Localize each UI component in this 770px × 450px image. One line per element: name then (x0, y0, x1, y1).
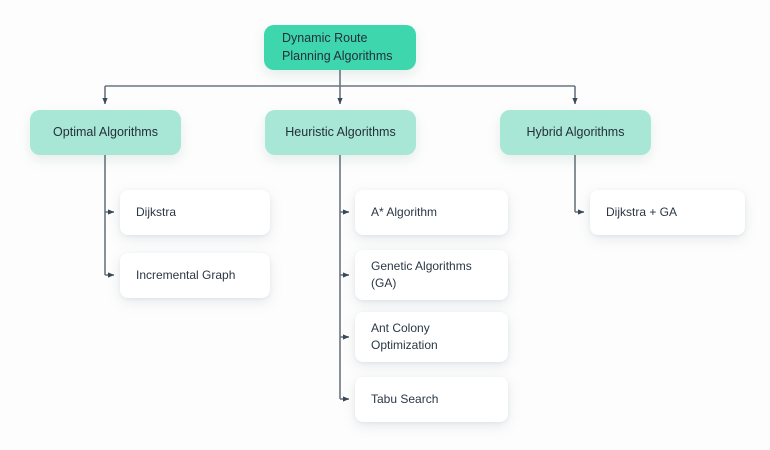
node-hybrid-algorithms[interactable]: Hybrid Algorithms (500, 110, 651, 155)
node-a-star-algorithm-label: A* Algorithm (371, 205, 438, 220)
node-dijkstra[interactable]: Dijkstra (120, 190, 270, 235)
node-dijkstra-plus-ga[interactable]: Dijkstra + GA (590, 190, 745, 235)
node-dijkstra-plus-ga-label: Dijkstra + GA (606, 205, 678, 220)
node-tabu-search-label: Tabu Search (371, 392, 439, 407)
node-dijkstra-label: Dijkstra (136, 205, 177, 220)
node-heuristic-algorithms-label: Heuristic Algorithms (285, 124, 396, 139)
node-genetic-algorithms[interactable]: Genetic Algorithms (GA) (355, 250, 508, 300)
node-optimal-algorithms-label: Optimal Algorithms (53, 124, 158, 139)
node-genetic-algorithms-label: Genetic Algorithms (GA) (371, 259, 472, 290)
node-heuristic-algorithms[interactable]: Heuristic Algorithms (265, 110, 416, 155)
node-root-label: Dynamic Route Planning Algorithms (282, 31, 393, 63)
node-incremental-graph[interactable]: Incremental Graph (120, 253, 270, 298)
node-optimal-algorithms[interactable]: Optimal Algorithms (30, 110, 181, 155)
node-incremental-graph-label: Incremental Graph (136, 268, 236, 283)
node-ant-colony-optimization[interactable]: Ant Colony Optimization (355, 312, 508, 362)
node-ant-colony-optimization-label: Ant Colony Optimization (371, 321, 438, 352)
node-root[interactable]: Dynamic Route Planning Algorithms (264, 25, 416, 70)
node-a-star-algorithm[interactable]: A* Algorithm (355, 190, 508, 235)
node-tabu-search[interactable]: Tabu Search (355, 377, 508, 422)
node-hybrid-algorithms-label: Hybrid Algorithms (526, 124, 625, 139)
